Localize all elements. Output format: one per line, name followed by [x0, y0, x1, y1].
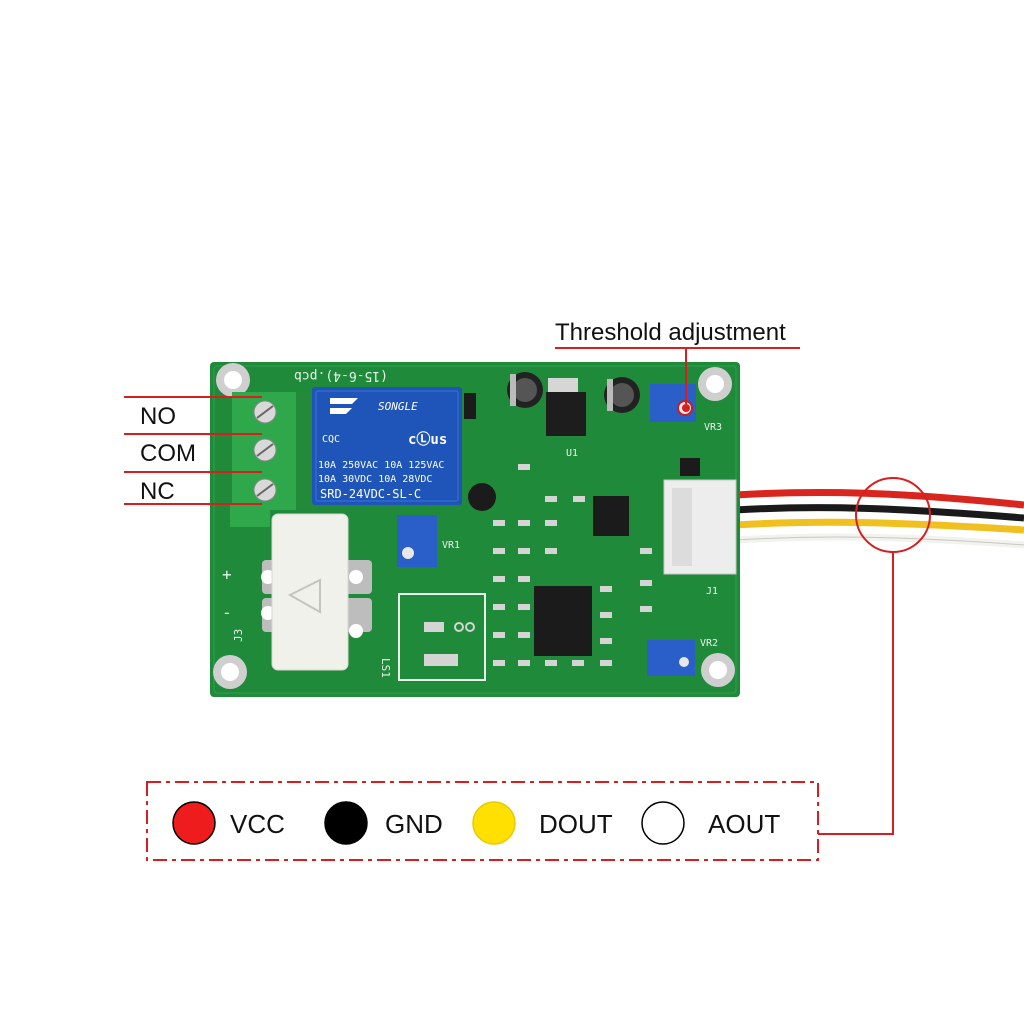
ic-chip [593, 496, 629, 536]
silk-minus: - [222, 603, 232, 622]
led [680, 458, 700, 476]
relay-brand: SONGLE [378, 400, 418, 413]
legend-item-dout: DOUT [472, 801, 613, 845]
screw-icon [253, 478, 277, 502]
wire-color-legend: VCC GND DOUT AOUT [146, 781, 819, 861]
legend-dot [172, 801, 216, 845]
label-threshold-adjustment: Threshold adjustment [555, 319, 786, 346]
transistor [468, 483, 496, 511]
mounting-hole [701, 653, 735, 687]
mounting-hole [216, 363, 250, 397]
silk-vr2: VR2 [700, 638, 718, 649]
ic-chip [534, 586, 592, 656]
legend-dot [641, 801, 685, 845]
label-nc: NC [140, 478, 175, 505]
smd-components [493, 464, 652, 666]
wire-connector [663, 479, 737, 575]
screw-terminal-block [230, 392, 314, 527]
legend-label: DOUT [539, 809, 613, 839]
capacitor [507, 372, 543, 408]
legend-item-gnd: GND [324, 801, 443, 845]
relay-rating-1: 10A 250VAC 10A 125VAC [318, 460, 444, 471]
screw-icon [253, 400, 277, 424]
songle-logo-icon [330, 398, 358, 414]
buzzer-footprint [398, 593, 486, 681]
threshold-callout: Threshold adjustment [555, 319, 800, 412]
voltage-regulator [546, 378, 586, 436]
screw-icon [253, 438, 277, 462]
pcb-name-label: (15-6-4).pcb [294, 368, 388, 383]
label-no: NO [140, 403, 176, 430]
label-com: COM [140, 440, 196, 467]
relay-cert-mark: CQC [322, 434, 340, 445]
potentiometer [647, 640, 695, 676]
relay-model: SRD-24VDC-SL-C [320, 487, 421, 501]
silk-j1: J1 [706, 586, 718, 597]
capacitor [604, 377, 640, 413]
legend-label: AOUT [708, 809, 780, 839]
relay-ul-mark: cⓁus [408, 431, 447, 448]
wire-callout [818, 477, 931, 835]
mounting-hole [213, 655, 247, 689]
legend-item-vcc: VCC [172, 801, 285, 845]
potentiometer [397, 515, 437, 567]
legend-dot [472, 801, 516, 845]
terminal-callouts: NO COM NC [124, 396, 262, 505]
legend-label: VCC [230, 809, 285, 839]
legend-label: GND [385, 809, 443, 839]
silk-plus: + [222, 565, 232, 584]
silk-u1: U1 [566, 448, 578, 459]
sensor-module [261, 513, 372, 671]
mounting-hole [698, 367, 732, 401]
silk-j3: J3 [232, 629, 245, 642]
potentiometer [650, 384, 696, 422]
legend-item-aout: AOUT [641, 801, 780, 845]
silk-vr3: VR3 [704, 422, 722, 433]
diode [464, 393, 476, 419]
relay: SONGLE CQC cⓁus 10A 250VAC 10A 125VAC 10… [312, 387, 462, 505]
silk-vr1: VR1 [442, 540, 460, 551]
pcb-board: (15-6-4).pcb SONGLE CQC cⓁus 10A 250VAC … [210, 362, 740, 697]
silk-ls1: LS1 [379, 658, 392, 678]
relay-rating-2: 10A 30VDC 10A 28VDC [318, 474, 432, 485]
wire-bundle [734, 488, 1024, 549]
legend-dot [324, 801, 368, 845]
